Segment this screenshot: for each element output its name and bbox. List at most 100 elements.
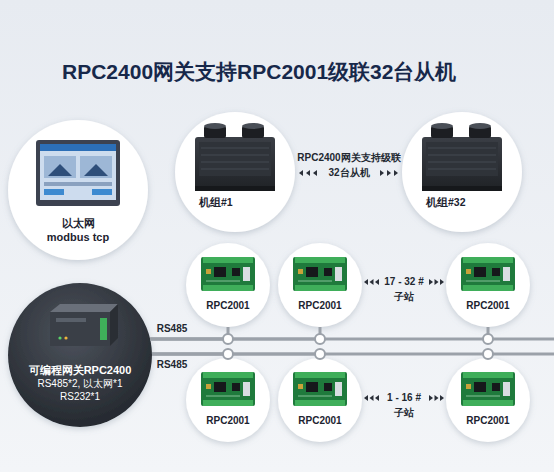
heat-pump-unit (195, 123, 275, 191)
node-disc (278, 243, 362, 327)
label-anchor: 1 - 16 # (387, 392, 421, 404)
hmi-screen (44, 182, 112, 186)
bus-junction (223, 334, 493, 359)
connector-layer (150, 327, 488, 358)
node-text-box: RPC2001 (285, 299, 355, 312)
gateway-device (110, 304, 118, 346)
illustrations (36, 123, 515, 406)
cascade-arrows (299, 170, 444, 401)
cascade-note: RPC2400网关支持级联 (297, 152, 400, 164)
cascade-arrows (429, 395, 433, 401)
gateway-device (50, 312, 110, 346)
bus-junction (223, 349, 233, 359)
cascade-arrows (364, 395, 368, 401)
node-disc (278, 358, 362, 442)
node-title: RPC2001 (453, 414, 523, 427)
node-title: 机组#1 (199, 195, 279, 209)
cascade-arrows (364, 279, 368, 285)
gateway-node: 可编程网关RPC2400RS485*2, 以太网*1 RS232*1 (8, 283, 152, 427)
cascade-arrows (435, 279, 439, 285)
cascade-arrows (429, 279, 433, 285)
cascade-arrows (387, 170, 391, 176)
bus-label: RS485 (157, 359, 188, 371)
bus-junction (483, 349, 493, 359)
cascade-arrows (375, 279, 379, 285)
cascade-arrows (440, 279, 444, 285)
label-anchor: RPC2400网关支持级联 (297, 152, 400, 164)
gateway-device (50, 304, 118, 346)
node-title: RPC2001 (285, 299, 355, 312)
station-note: 子站 (394, 291, 414, 303)
node-text-box: RPC2001 (453, 414, 523, 427)
controller-board (201, 372, 255, 406)
node-title: RPC2001 (193, 299, 263, 312)
label-anchor: RS485 (157, 359, 188, 371)
hmi-screen (84, 164, 108, 176)
gateway-device (64, 336, 67, 339)
diagram-title: RPC2400网关支持RPC2001级联32台从机 (62, 58, 456, 86)
title-rule (40, 99, 540, 101)
bus-junction (223, 334, 233, 344)
cascade-arrows (370, 279, 374, 285)
bus-extension (488, 353, 554, 356)
node-text-box: 机组#32 (426, 195, 506, 209)
node-text-box: RPC2001 (453, 299, 523, 312)
cascade-arrows (299, 170, 303, 176)
bus-junction (315, 349, 325, 359)
node-detail: modbus tcp (28, 230, 128, 244)
node-title: 机组#32 (426, 195, 506, 209)
label-anchor: RS485 (157, 323, 188, 335)
label-anchor: 17 - 32 # (384, 276, 423, 288)
controller-board (201, 257, 255, 291)
station-range: 17 - 32 # (384, 276, 423, 288)
gateway-device (100, 318, 107, 340)
unit-node: 机组#32 (402, 112, 522, 232)
node-disc (186, 358, 270, 442)
hmi-screen (44, 156, 76, 178)
node-text-box: RPC2001 (285, 414, 355, 427)
node-disc (8, 120, 148, 260)
hmi-node: 以太网modbus tcp (8, 120, 148, 260)
hmi-screen (48, 164, 72, 176)
controller-board (293, 372, 347, 406)
node-title: RPC2001 (285, 414, 355, 427)
slave-node: RPC2001 (278, 358, 362, 442)
controller-board (293, 257, 347, 291)
node-text-box: 机组#1 (199, 195, 279, 209)
bus-extension (488, 338, 554, 341)
slave-node: RPC2001 (186, 243, 270, 327)
node-title: RPC2001 (193, 414, 263, 427)
node-disc (446, 243, 530, 327)
controller-board (461, 372, 515, 406)
node-detail: RS485*2, 以太网*1 RS232*1 (26, 377, 134, 403)
hmi-screen (44, 189, 64, 195)
node-title: 可编程网关RPC2400 (26, 363, 134, 377)
node-disc (402, 112, 522, 232)
node-title: 以太网 (28, 216, 128, 230)
cascade-arrows (435, 395, 439, 401)
station-note: 子站 (394, 407, 414, 419)
node-discs (8, 112, 530, 442)
node-disc (446, 358, 530, 442)
hmi-screen (80, 156, 112, 178)
slave-node: RPC2001 (446, 358, 530, 442)
hmi-screen (40, 144, 116, 151)
node-text-box: RPC2001 (193, 299, 263, 312)
cascade-arrows (370, 395, 374, 401)
cascade-arrows (313, 170, 317, 176)
label-anchor: 子站 (394, 407, 414, 419)
cascade-arrows (380, 170, 384, 176)
node-disc (175, 112, 295, 232)
bus-label: RS485 (157, 323, 188, 335)
cascade-arrows (440, 395, 444, 401)
slave-node: RPC2001 (446, 243, 530, 327)
node-text-box: 可编程网关RPC2400RS485*2, 以太网*1 RS232*1 (26, 363, 134, 403)
slave-node: RPC2001 (278, 243, 362, 327)
bus-junction (315, 334, 325, 344)
heat-pump-unit (422, 123, 502, 191)
hmi-screen (92, 189, 112, 195)
node-title: RPC2001 (453, 299, 523, 312)
bus-junction (483, 334, 493, 344)
slave-node: RPC2001 (186, 358, 270, 442)
